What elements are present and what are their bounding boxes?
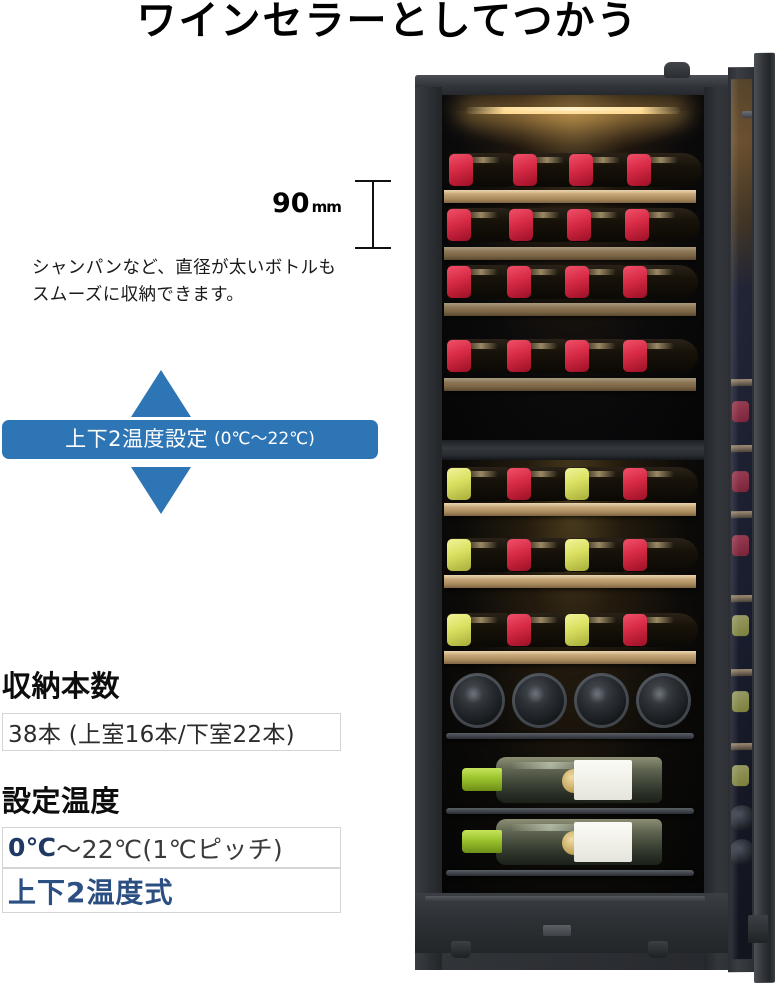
bottle-base xyxy=(512,673,567,728)
description-line-1: シャンパンなど、直径が太いボトルも xyxy=(32,258,337,278)
wood-shelf xyxy=(444,190,696,203)
dimension-value: 90 xyxy=(272,188,310,219)
wine-bottle xyxy=(625,208,700,242)
wood-shelf xyxy=(444,378,696,391)
wine-cellar-image xyxy=(408,47,775,1000)
temperature-range-accent: 0℃ xyxy=(8,833,57,862)
door-handle[interactable] xyxy=(742,110,752,119)
temperature-range-box: 0℃〜22℃(1℃ピッチ) xyxy=(2,827,341,868)
temperature-mode-box: 上下2温度式 xyxy=(2,868,341,913)
wood-shelf xyxy=(444,575,696,588)
dimension-bracket-icon xyxy=(355,180,391,249)
door-outer-frame xyxy=(754,52,775,983)
wire-rack-rail xyxy=(446,808,694,814)
description-text: シャンパンなど、直径が太いボトルも スムーズに収納できます。 xyxy=(32,255,412,309)
wine-bottle xyxy=(623,339,698,373)
wine-bottle xyxy=(623,467,698,501)
top-hinge-icon xyxy=(664,62,690,78)
wood-shelf xyxy=(444,247,696,260)
wine-bottle xyxy=(447,265,522,299)
page-title: ワインセラーとしてつかう xyxy=(136,0,639,44)
dual-zone-range: (0℃〜22℃) xyxy=(213,429,315,449)
cabinet-top-panel xyxy=(415,75,740,95)
model-badge xyxy=(543,925,571,936)
wood-shelf xyxy=(444,651,696,664)
bottle-base xyxy=(636,673,691,728)
wire-rack-rail xyxy=(446,733,694,739)
glass-door[interactable] xyxy=(728,52,775,983)
door-glass-reflection xyxy=(731,79,739,960)
led-light-strip xyxy=(466,107,680,114)
zone-divider xyxy=(442,440,704,460)
bottle-base xyxy=(450,673,505,728)
dual-zone-label: 上下2温度設定 xyxy=(65,427,208,451)
triangle-up-icon xyxy=(131,370,191,417)
white-wine-bottle xyxy=(462,757,672,803)
capacity-heading: 収納本数 xyxy=(2,669,121,703)
cabinet-left-pillar xyxy=(415,87,442,970)
capacity-value-box: 38本 (上室16本/下室22本) xyxy=(2,713,341,751)
leveling-foot xyxy=(451,941,471,958)
wine-bottle xyxy=(623,538,698,572)
wine-bottle xyxy=(449,153,524,187)
dimension-annotation: 90 mm xyxy=(272,188,342,219)
bottom-hinge-icon xyxy=(748,914,768,944)
capacity-value: 38本 (上室16本/下室22本) xyxy=(8,722,295,748)
wine-bottle xyxy=(623,265,698,299)
temperature-range-rest: 〜22℃(1℃ピッチ) xyxy=(56,834,283,864)
description-line-2: スムーズに収納できます。 xyxy=(32,285,245,306)
wood-shelf xyxy=(444,503,696,516)
temperature-mode-value: 上下2温度式 xyxy=(8,875,174,909)
dual-zone-banner: 上下2温度設定 (0℃〜22℃) xyxy=(2,420,378,459)
bottle-base xyxy=(574,673,629,728)
wine-bottle xyxy=(627,153,702,187)
led-glow xyxy=(452,111,694,153)
wire-rack-rail xyxy=(446,870,694,876)
leveling-foot xyxy=(648,941,668,958)
wood-shelf xyxy=(444,303,696,316)
cabinet-interior xyxy=(442,95,704,895)
white-wine-bottle xyxy=(462,819,672,865)
wine-bottle xyxy=(623,613,698,647)
triangle-down-icon xyxy=(131,467,191,514)
temperature-heading: 設定温度 xyxy=(2,784,121,818)
dimension-unit: mm xyxy=(311,198,342,216)
